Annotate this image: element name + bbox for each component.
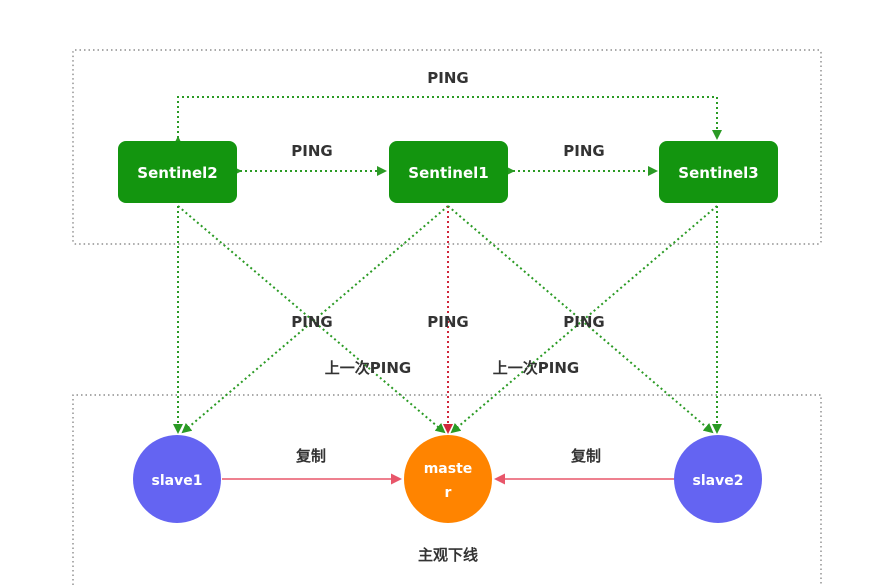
last-ping-label-right: 上一次PING — [493, 359, 579, 377]
subjective-down-label: 主观下线 — [418, 546, 478, 564]
slave1-label: slave1 — [152, 473, 203, 489]
ping-label-top: PING — [427, 69, 468, 87]
sentinel1-node: Sentinel1 — [389, 141, 508, 203]
ping-arrow-s2-master — [177, 205, 446, 434]
ping-label-mid-left: PING — [291, 313, 332, 331]
server-group-frame — [72, 394, 822, 585]
slave2-node: slave2 — [674, 435, 762, 523]
sentinel2-label: Sentinel2 — [137, 164, 217, 182]
slave1-node: slave1 — [133, 435, 221, 523]
ping-label-mid-center: PING — [427, 313, 468, 331]
last-ping-label-left: 上一次PING — [325, 359, 411, 377]
sentinel3-label: Sentinel3 — [678, 164, 758, 182]
ping-arrow-s1-slave1 — [181, 205, 449, 434]
master-label-line2: r — [445, 485, 452, 501]
ping-label-right: PING — [563, 142, 604, 160]
sentinel-group-frame — [72, 49, 822, 245]
sentinel1-label: Sentinel1 — [408, 164, 488, 182]
ping-label-left: PING — [291, 142, 332, 160]
ping-arrow-s3-master — [450, 205, 718, 434]
ping-label-mid-right: PING — [563, 313, 604, 331]
sentinel3-node: Sentinel3 — [659, 141, 778, 203]
sentinel2-node: Sentinel2 — [118, 141, 237, 203]
master-label-line1: maste — [424, 461, 473, 477]
replicate-label-right: 复制 — [570, 447, 601, 465]
ping-arrow-top — [173, 96, 722, 146]
slave2-label: slave2 — [693, 473, 744, 489]
replicate-label-left: 复制 — [295, 447, 326, 465]
master-node: maste r — [404, 435, 492, 523]
